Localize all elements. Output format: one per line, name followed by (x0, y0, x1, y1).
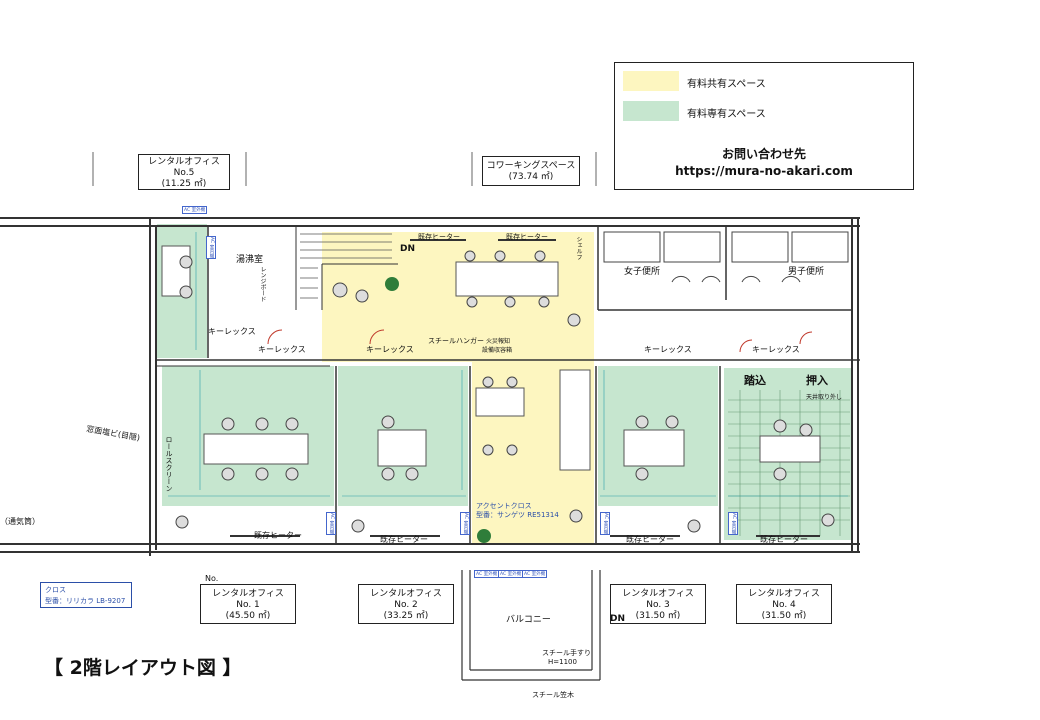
label-heater-2: 既存ヒーター (380, 535, 428, 544)
walls (0, 217, 860, 556)
room-name: レンタルオフィス (370, 589, 442, 599)
label-kiless-5: キーレックス (752, 345, 800, 354)
cross-note-line1: クロス (45, 586, 66, 594)
label-dn-1: DN (400, 244, 416, 254)
label-women-wc: 女子便所 (624, 267, 661, 277)
room-area: (45.50 ㎡) (225, 611, 271, 621)
room-label-office1: レンタルオフィス No. 1 (45.50 ㎡) (200, 584, 296, 624)
label-fire-alarm-1: 火災報知 (486, 338, 511, 345)
contact-title: お問い合わせ先 (721, 147, 806, 161)
heater-bars (230, 239, 820, 537)
doors (267, 329, 813, 353)
ac-indoor-marker: AC 室内機 (460, 512, 470, 536)
label-dn-2: DN (610, 614, 626, 624)
ac-indoor-marker: AC 室内機 (728, 512, 738, 536)
label-range-board: レンジボード (259, 266, 266, 302)
label-fumikomi: 踏込 (744, 374, 766, 387)
ac-indoor-marker: AC 室内機 (326, 512, 336, 536)
cross-note-line2: 型番：リリカラ LB-9207 (45, 597, 126, 605)
room-number: No. 1 (236, 600, 260, 610)
label-shelf: シェルフ (575, 236, 582, 260)
room-number: No. 3 (646, 600, 670, 610)
room-label-office3: レンタルオフィス No. 3 (31.50 ㎡) (610, 584, 706, 624)
dimension-lines (168, 232, 848, 497)
stairs (300, 233, 392, 299)
room-name: レンタルオフィス (748, 589, 820, 599)
label-kiless-2: キーレックス (258, 345, 306, 354)
label-kiless-4: キーレックス (644, 345, 692, 354)
ac-outdoor-marker: AC 室外機 (498, 570, 524, 578)
ac-outdoor-marker: AC 室外機 (522, 570, 548, 578)
label-roll-screen: ロールスクリーン (165, 436, 173, 492)
label-heater-top2: 既存ヒーター (506, 233, 548, 241)
room-label-office4: レンタルオフィス No. 4 (31.50 ㎡) (736, 584, 832, 624)
room-area: (33.25 ㎡) (383, 611, 429, 621)
legend: 有料共有スペース 有料専有スペース お問い合わせ先 https://mura-n… (614, 62, 914, 190)
room-label-coworking: コワーキングスペース (73.74 ㎡) (482, 156, 580, 186)
no-label: No. (205, 574, 219, 583)
label-hand-3: スチール手すり (542, 649, 591, 657)
label-men-wc: 男子便所 (788, 267, 825, 277)
ac-outdoor-marker: AC 室外機 (474, 570, 500, 578)
room-area: (11.25 ㎡) (161, 179, 207, 189)
room-name: レンタルオフィス (212, 589, 284, 599)
label-heater-1: 既存ヒーター (254, 531, 302, 540)
room-label-office2: レンタルオフィス No. 2 (33.25 ㎡) (358, 584, 454, 624)
balcony-outline (461, 570, 601, 681)
room-area: (31.50 ㎡) (761, 611, 807, 621)
room-area: (73.74 ㎡) (508, 172, 554, 182)
ac-indoor-marker: AC 室内機 (600, 512, 610, 536)
ac-indoor-marker: AC 室内機 (206, 236, 216, 260)
room-label-office5: レンタルオフィス No.5 (11.25 ㎡) (138, 154, 230, 190)
label-kiless-3: キーレックス (366, 345, 414, 354)
room-number: No.5 (173, 168, 195, 178)
label-ceiling-note: 天井取り外し (806, 394, 843, 401)
accent-note: アクセントクロス 型番：サンゲツ RE51314 (476, 502, 559, 520)
room-number: No. 4 (772, 600, 796, 610)
plants (385, 277, 491, 543)
label-yuwakashi: 湯沸室 (236, 255, 264, 265)
label-kiless-1: キーレックス (208, 327, 256, 336)
accent-note-line1: アクセントクロス (476, 502, 532, 510)
room-number: No. 2 (394, 600, 418, 610)
legend-label-private: 有料専有スペース (687, 109, 766, 120)
desks (161, 245, 821, 471)
room-name: レンタルオフィス (148, 157, 220, 167)
legend-swatch-shared (623, 71, 679, 91)
room-area: (31.50 ㎡) (635, 611, 681, 621)
label-heater-top1: 既存ヒーター (418, 233, 460, 241)
label-heater-4: 既存ヒーター (760, 535, 808, 544)
label-steel-hanger: スチールハンガー (428, 337, 484, 345)
label-fire-alarm-2: 設備収容箱 (482, 347, 513, 354)
ac-outdoor-marker: AC 室外機 (182, 206, 208, 214)
contact-url[interactable]: https://mura-no-akari.com (675, 164, 853, 178)
label-oshiire: 押入 (806, 374, 828, 387)
label-hand-4: H=1100 (548, 658, 577, 666)
label-hand-5: スチール笠木 (532, 691, 574, 699)
label-heater-3: 既存ヒーター (626, 535, 674, 544)
chairs (175, 250, 835, 533)
cross-note: クロス 型番：リリカラ LB-9207 (40, 582, 132, 608)
legend-swatch-private (623, 101, 679, 121)
grid-ticks (92, 152, 597, 186)
room-name: コワーキングスペース (486, 161, 576, 171)
room-name: レンタルオフィス (622, 589, 694, 599)
legend-label-shared: 有料共有スペース (687, 79, 766, 90)
label-balcony: バルコニー (506, 615, 551, 625)
label-hand-2: （通気筒） (0, 517, 40, 526)
accent-note-line2: 型番：サンゲツ RE51314 (476, 511, 559, 519)
toilet-stalls (603, 231, 849, 283)
page-title: 【 2階レイアウト図 】 (44, 657, 242, 679)
